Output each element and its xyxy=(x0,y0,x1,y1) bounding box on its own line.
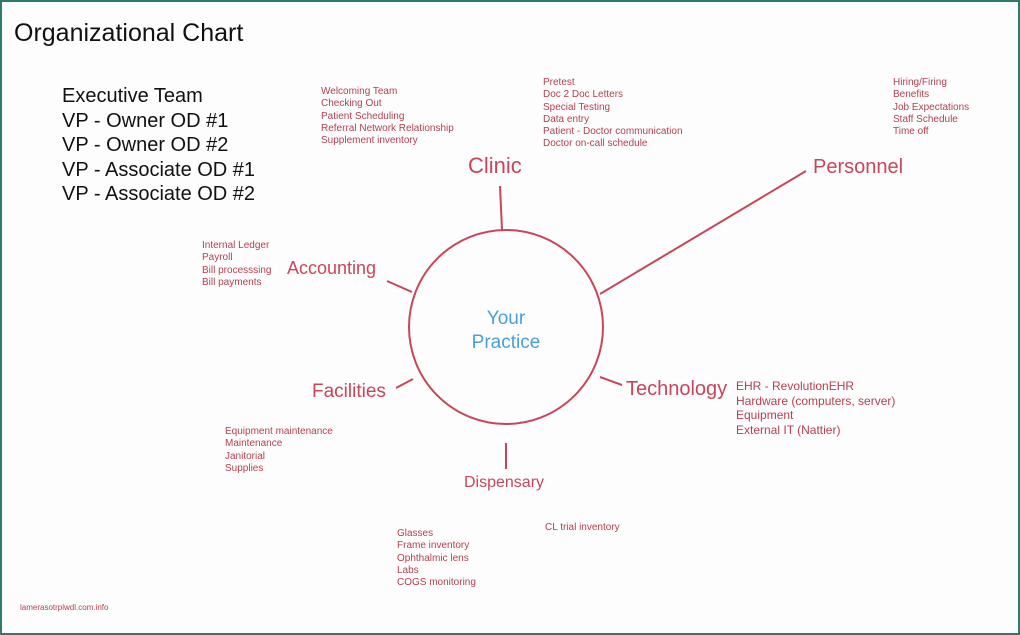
list-item: Special Testing xyxy=(543,101,611,113)
list-item: Janitorial xyxy=(225,450,266,462)
list-item: Hardware (computers, server) xyxy=(736,393,896,408)
center-label-line: Your xyxy=(486,308,526,329)
personnel-list: Hiring/Firing Benefits Job Expectations … xyxy=(893,77,969,138)
list-item: Staff Schedule xyxy=(893,113,958,125)
list-item: Patient - Doctor communication xyxy=(543,126,683,138)
facilities-connector xyxy=(395,378,414,389)
list-item: Hiring/Firing xyxy=(893,77,947,88)
dept-dispensary: Dispensary xyxy=(464,474,545,491)
list-item: Time off xyxy=(893,126,929,138)
center-label: Your Practice xyxy=(456,307,556,355)
clinic-front-list: Welcoming Team Checking Out Patient Sche… xyxy=(321,86,454,147)
dispensary-list: Glasses Frame inventory Ophthalmic lens … xyxy=(397,528,476,589)
center-circle xyxy=(408,229,604,425)
dept-clinic: Clinic xyxy=(468,153,522,178)
list-item: Maintenance xyxy=(225,438,283,450)
page-title: Organizational Chart xyxy=(14,19,244,47)
clinic-connector xyxy=(499,185,503,231)
list-item: Internal Ledger xyxy=(202,240,270,251)
executive-line: VP - Associate OD #1 xyxy=(62,158,256,181)
executive-team-list: Executive Team VP - Owner OD #1 VP - Own… xyxy=(62,84,255,207)
list-item: Supplies xyxy=(225,462,264,474)
list-item: Supplement inventory xyxy=(321,135,418,147)
watermark: lamerasotrplwdl.com.info xyxy=(20,603,109,612)
list-item: Data entry xyxy=(543,113,590,125)
list-item: Pretest xyxy=(543,77,575,88)
technology-connector xyxy=(599,376,623,386)
list-item: Patient Scheduling xyxy=(321,110,405,122)
dept-technology: Technology xyxy=(626,378,728,400)
list-item: Welcoming Team xyxy=(321,86,398,97)
personnel-connector xyxy=(599,170,807,295)
list-item: Payroll xyxy=(202,252,233,264)
list-item: Job Expectations xyxy=(893,101,970,113)
facilities-list: Equipment maintenance Maintenance Janito… xyxy=(225,426,333,475)
center-label-line: Practice xyxy=(471,332,541,353)
list-item: Labs xyxy=(397,564,419,576)
clinic-exam-list: Pretest Doc 2 Doc Letters Special Testin… xyxy=(543,77,683,151)
list-item: Referral Network Relationship xyxy=(321,122,454,134)
list-item: EHR - RevolutionEHR xyxy=(736,379,855,393)
executive-line: VP - Associate OD #2 xyxy=(62,183,256,205)
list-item: Glasses xyxy=(397,528,434,539)
list-item: Doc 2 Doc Letters xyxy=(543,89,624,101)
technology-list: EHR - RevolutionEHR Hardware (computers,… xyxy=(736,379,895,437)
executive-line: VP - Owner OD #1 xyxy=(62,109,229,132)
dept-accounting: Accounting xyxy=(287,258,377,278)
accounting-list: Internal Ledger Payroll Bill processsing… xyxy=(202,240,271,289)
executive-line: Executive Team xyxy=(62,85,203,107)
dept-facilities: Facilities xyxy=(312,381,386,402)
dispensary-cl-list: CL trial inventory xyxy=(545,522,620,534)
list-item: Frame inventory xyxy=(397,540,470,552)
accounting-connector xyxy=(386,280,413,293)
list-item: Bill processsing xyxy=(202,264,272,276)
list-item: Equipment maintenance xyxy=(225,426,333,437)
list-item: Checking Out xyxy=(321,98,382,110)
list-item: COGS monitoring xyxy=(397,577,476,589)
list-item: Bill payments xyxy=(202,276,262,288)
list-item: Ophthalmic lens xyxy=(397,552,469,564)
list-item: Doctor on-call schedule xyxy=(543,138,648,150)
executive-line: VP - Owner OD #2 xyxy=(62,134,229,156)
list-item: CL trial inventory xyxy=(545,522,620,533)
list-item: Benefits xyxy=(893,89,930,101)
list-item: External IT (Nattier) xyxy=(736,422,841,437)
dept-personnel: Personnel xyxy=(813,156,904,178)
list-item: Equipment xyxy=(736,408,794,422)
